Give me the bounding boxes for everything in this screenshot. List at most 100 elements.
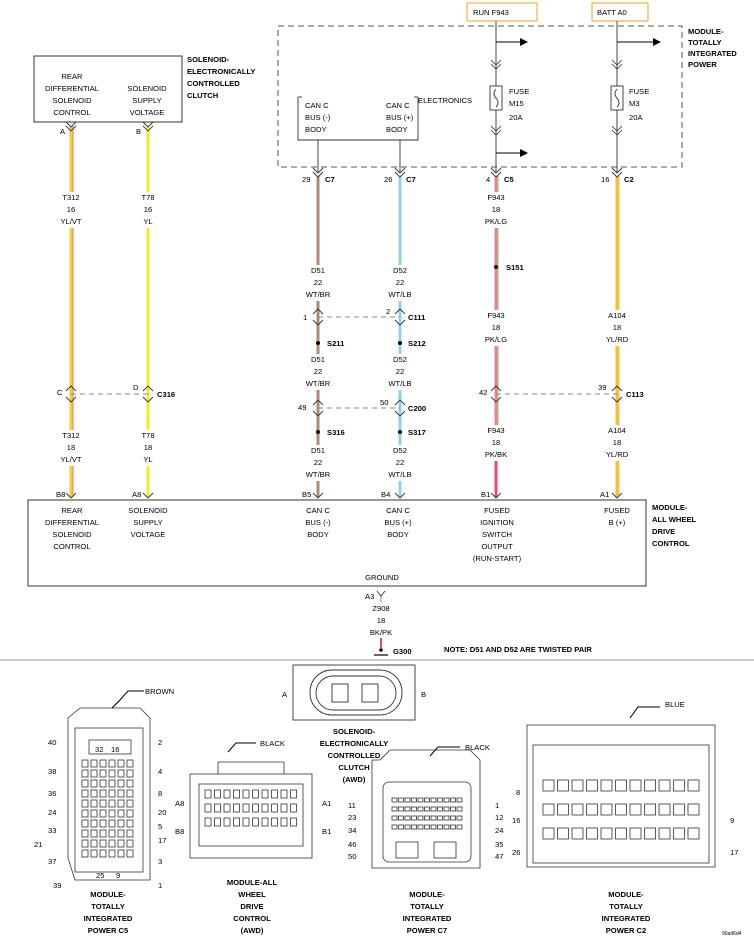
pin-cavity xyxy=(261,789,269,799)
svg-text:TOTALLY: TOTALLY xyxy=(91,902,125,911)
c2-caption: MODULE- TOTALLY INTEGRATED POWER C2 xyxy=(602,890,651,935)
svg-text:BODY: BODY xyxy=(386,125,408,134)
svg-text:20A: 20A xyxy=(629,113,643,122)
svg-text:22: 22 xyxy=(314,278,322,287)
pin-cavity xyxy=(644,803,656,816)
pin-cavity xyxy=(117,849,125,858)
svg-text:FUSE: FUSE xyxy=(509,87,529,96)
pin-number: 33 xyxy=(48,826,56,835)
pin-cavity xyxy=(557,779,569,792)
pin-cavity xyxy=(108,799,116,808)
svg-text:FUSED: FUSED xyxy=(484,506,510,515)
pin-number: 24 xyxy=(48,808,56,817)
pin-number: 17 xyxy=(730,848,738,857)
awd-func-3: CAN C BUS (-) BODY xyxy=(305,506,331,539)
svg-text:ELECTRONICALLY: ELECTRONICALLY xyxy=(320,739,389,748)
pin-number: 4 xyxy=(158,767,162,776)
pin-cavity xyxy=(430,806,437,812)
can-lo-block: CAN C BUS (-) BODY xyxy=(305,101,331,134)
pin-number: 9 xyxy=(116,871,120,880)
pin-cavity xyxy=(117,829,125,838)
pin-cavity xyxy=(411,806,417,812)
pin-cavity xyxy=(456,806,463,812)
pin-number: 40 xyxy=(48,738,56,747)
pin-cavity xyxy=(117,809,125,818)
svg-text:CONTROLLED: CONTROLLED xyxy=(187,79,240,88)
c316-pin-c: C xyxy=(57,388,63,397)
svg-text:YL/RD: YL/RD xyxy=(606,450,629,459)
svg-text:M15: M15 xyxy=(509,99,524,108)
svg-text:BUS (-): BUS (-) xyxy=(305,113,331,122)
awd-ground-label: GROUND xyxy=(365,573,399,582)
svg-text:MODULE-: MODULE- xyxy=(90,890,126,899)
pin-cavity xyxy=(117,799,125,808)
twisted-pair-note: NOTE: D51 AND D52 ARE TWISTED PAIR xyxy=(444,645,592,654)
pin-cavity xyxy=(126,799,134,808)
pin-cavity xyxy=(437,824,443,830)
svg-text:16: 16 xyxy=(67,205,75,214)
conn-c111: C111 xyxy=(408,313,426,322)
pin-number: 50 xyxy=(348,852,356,861)
pin-number: 2 xyxy=(158,738,162,747)
svg-text:INTEGRATED: INTEGRATED xyxy=(688,49,737,58)
pin-cavity xyxy=(644,779,656,792)
svg-text:SWITCH: SWITCH xyxy=(482,530,512,539)
pin-cavity xyxy=(687,779,700,792)
pin-cavity xyxy=(204,803,212,813)
pin-cavity xyxy=(644,827,656,840)
pin-cavity xyxy=(600,827,613,840)
svg-text:F943: F943 xyxy=(487,193,504,202)
svg-text:A104: A104 xyxy=(608,311,626,320)
pin-cavity xyxy=(398,806,404,812)
svg-text:(RUN-START): (RUN-START) xyxy=(473,554,522,563)
pin-cavity xyxy=(443,806,450,812)
pin-cavity xyxy=(417,815,424,821)
pin-cavity xyxy=(214,789,221,799)
pin-cavity xyxy=(108,819,116,828)
pin-cavity xyxy=(391,806,398,812)
svg-text:PK/LG: PK/LG xyxy=(485,335,507,344)
svg-text:22: 22 xyxy=(396,367,404,376)
pin-cavity xyxy=(108,839,116,848)
svg-text:D52: D52 xyxy=(393,355,407,364)
pin-cavity xyxy=(687,803,700,816)
svg-text:WT/LB: WT/LB xyxy=(388,379,411,388)
awd-module-box xyxy=(27,499,647,587)
pin-cavity xyxy=(404,806,411,812)
pin-cavity xyxy=(398,797,404,803)
pin-cavity xyxy=(81,809,89,818)
pin-cavity xyxy=(99,779,107,788)
pin-cavity xyxy=(261,803,269,813)
pin-number: B1 xyxy=(322,827,331,836)
pin-cavity xyxy=(108,789,116,798)
svg-text:CLUTCH: CLUTCH xyxy=(187,91,218,100)
c111-pin-2: 2 xyxy=(386,307,390,316)
tipm-title: MODULE- TOTALLY INTEGRATED POWER xyxy=(688,27,737,69)
svg-text:PK/LG: PK/LG xyxy=(485,217,507,226)
pin-cavity xyxy=(424,797,430,803)
pin-number: 23 xyxy=(348,813,356,822)
splice-s316: S316 xyxy=(327,428,345,437)
pin-cavity xyxy=(90,839,98,848)
pin-cavity xyxy=(252,803,259,813)
pin-cavity xyxy=(586,803,598,816)
pin-number: 32 xyxy=(95,745,103,754)
svg-text:DRIVE: DRIVE xyxy=(652,527,675,536)
pin-cavity xyxy=(233,789,240,799)
pin-number: 36 xyxy=(48,789,56,798)
svg-text:MODULE-: MODULE- xyxy=(608,890,644,899)
svg-text:D51: D51 xyxy=(311,355,325,364)
awd-func-6: FUSED B (+) xyxy=(604,506,630,527)
svg-text:M3: M3 xyxy=(629,99,640,108)
pin-cavity xyxy=(571,827,584,840)
pin-cavity xyxy=(629,779,642,792)
pin-cavity xyxy=(117,769,125,778)
pin-cavity xyxy=(117,839,125,848)
pin-cavity xyxy=(126,779,134,788)
svg-text:D51: D51 xyxy=(311,446,325,455)
svg-text:MODULE-ALL: MODULE-ALL xyxy=(227,878,278,887)
pin-cavity xyxy=(204,789,212,799)
